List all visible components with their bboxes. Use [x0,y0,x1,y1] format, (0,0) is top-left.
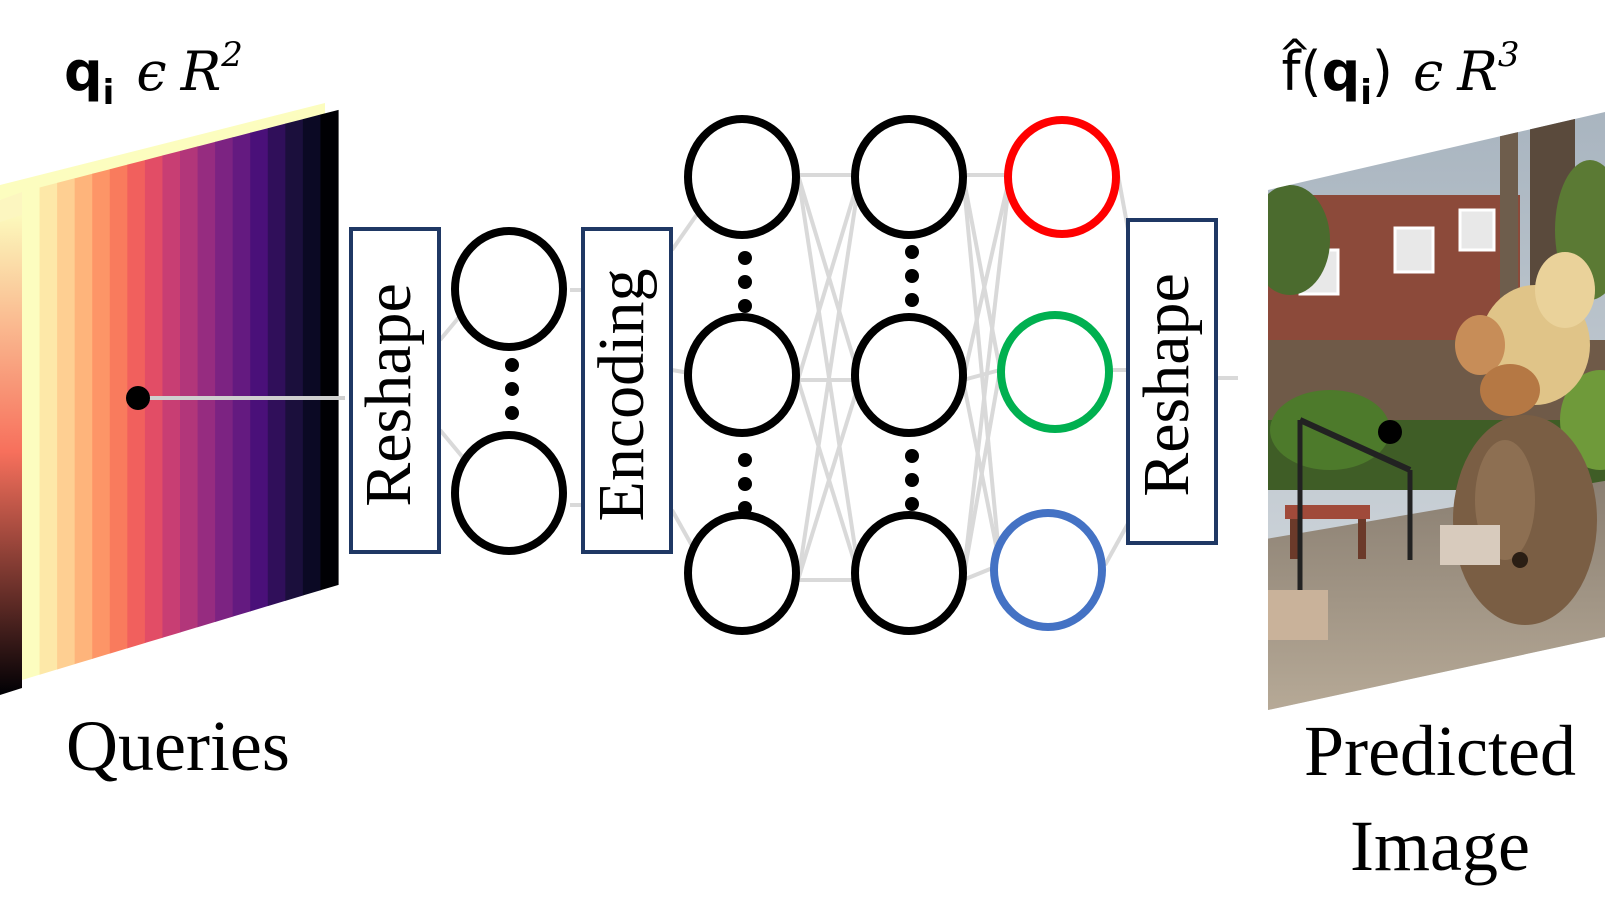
grid-stripe [197,141,216,628]
query-point-icon [126,386,150,410]
input-grid-icon [0,103,345,695]
hidden1-node-3 [684,511,800,635]
hidden1-node-1 [684,115,800,239]
reshape-in-label: Reshape [352,283,425,507]
output-node-green [997,311,1113,433]
hidden2-node-1 [851,115,967,239]
reshape-out-label: Reshape [1130,273,1203,497]
grid-stripe [215,137,234,622]
grid-back-corner [0,192,22,222]
input-node-2 [451,431,567,555]
ellipsis-dots-icon [505,245,919,515]
reshape-in-box: Reshape [349,227,441,554]
grid-stripe [267,123,286,607]
output-node-blue [990,509,1106,631]
grid-stripe [74,173,93,665]
output-node-red [1004,116,1120,238]
grid-stripe [109,164,128,654]
reshape-out-box: Reshape [1126,218,1218,545]
encoding-label: Encoding [585,269,658,522]
grid-stripes [22,109,339,680]
grid-back-edge [0,208,22,695]
input-node-1 [451,227,567,351]
hidden2-node-3 [851,511,967,635]
grid-stripe [302,114,322,596]
encoding-box: Encoding [581,227,673,554]
grid-stripe [57,178,76,670]
grid-stripe [232,132,251,617]
output-image-icon [1268,112,1605,710]
queries-caption: Queries [66,706,290,786]
grid-stripe [92,169,111,659]
grid-stripe [285,118,304,601]
grid-stripe [250,128,269,612]
predicted-caption-line1: Predicted [1304,711,1576,791]
hidden2-node-2 [851,313,967,437]
predicted-point-icon [1378,420,1402,444]
hidden1-node-2 [684,313,800,437]
predicted-caption-line2: Image [1350,806,1530,886]
grid-stripe [180,146,199,633]
network-nodes [451,115,1120,635]
grid-stripe [39,182,58,675]
grid-back-top [0,103,325,200]
grid-stripe [320,109,339,591]
grid-stripe [22,187,41,680]
grid-stripe [162,150,181,638]
